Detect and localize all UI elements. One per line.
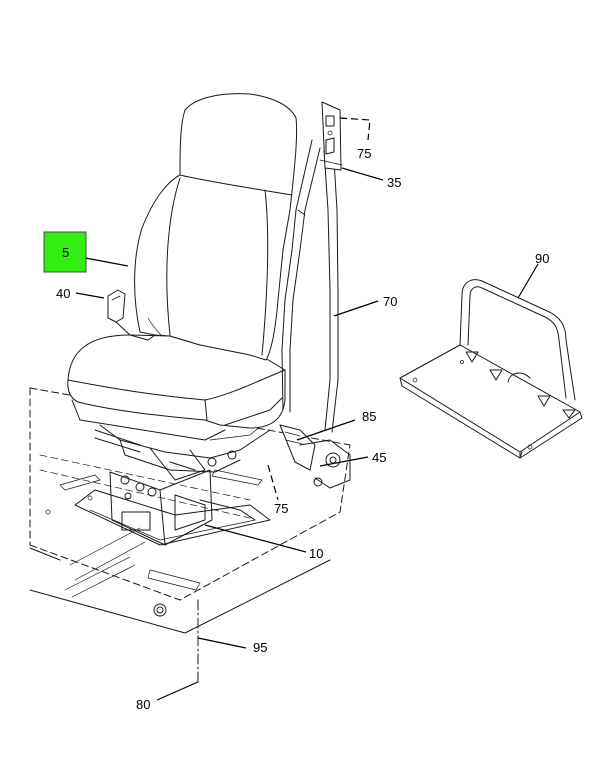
callout-85: 85 <box>362 409 376 424</box>
callout-90: 90 <box>535 251 549 266</box>
callout-35: 35 <box>387 175 401 190</box>
callout-75-top: 75 <box>357 146 371 161</box>
callout-10: 10 <box>309 546 323 561</box>
callout-40: 40 <box>56 286 70 301</box>
seat-back <box>134 93 298 361</box>
leader-lines <box>74 117 539 701</box>
mounting-bracket-90 <box>399 279 583 459</box>
seat-cushion <box>67 334 286 441</box>
callout-70: 70 <box>383 294 397 309</box>
floor-panel <box>29 387 351 634</box>
seat-riser-assembly <box>74 419 271 546</box>
highlight-box <box>43 231 87 273</box>
callout-45: 45 <box>372 450 386 465</box>
seat-belt-buckle <box>107 289 156 341</box>
callout-95: 95 <box>253 640 267 655</box>
callout-75-bottom: 75 <box>274 501 288 516</box>
callout-5: 5 <box>62 245 69 260</box>
callout-80: 80 <box>136 697 150 712</box>
